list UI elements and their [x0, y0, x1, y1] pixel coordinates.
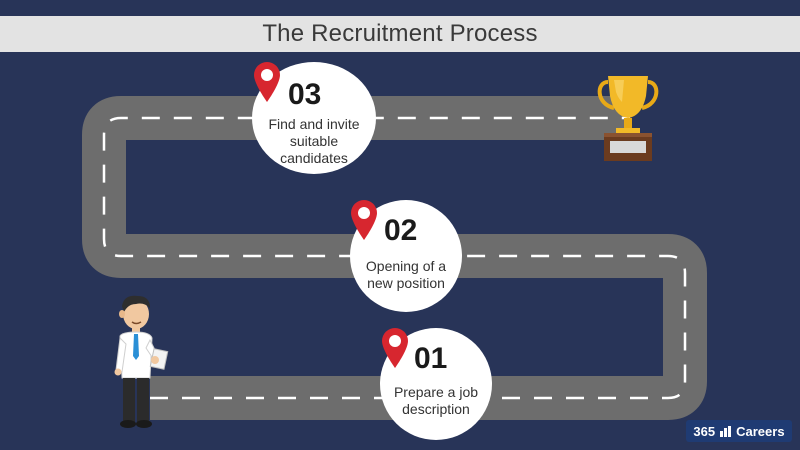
step-01-label-line1: Prepare a job [393, 384, 479, 400]
brand-name: Careers [736, 423, 785, 439]
bar-chart-icon [720, 425, 732, 437]
location-pin-icon [254, 62, 280, 102]
location-pin-icon [382, 328, 408, 368]
location-pin-icon [351, 200, 377, 240]
step-03-number: 03 [288, 78, 322, 111]
step-02-label: Opening of a new position [350, 258, 462, 292]
slide-title: The Recruitment Process [262, 20, 538, 47]
step-03-label-line1: Find and invite [268, 116, 360, 132]
step-03-circle: 03 Find and invite suitable candidates [252, 62, 376, 174]
businessman-figure [114, 295, 169, 428]
step-01-label-line2: description [402, 400, 470, 417]
title-bar: The Recruitment Process [0, 16, 800, 52]
step-02-label-line1: Opening of a [365, 258, 447, 274]
brand-number: 365 [693, 423, 716, 439]
step-01-label: Prepare a job description [380, 384, 492, 418]
brand-logo: 365 Careers [686, 420, 792, 442]
step-03-label-line2: suitable [289, 132, 339, 149]
step-03-label: Find and invite suitable candidates [252, 116, 376, 166]
step-02-number: 02 [384, 214, 418, 247]
trophy-icon [597, 76, 659, 161]
step-02-label-line2: new position [367, 274, 445, 291]
step-03-label-line3: candidates [280, 149, 348, 166]
step-01-number: 01 [414, 342, 448, 375]
